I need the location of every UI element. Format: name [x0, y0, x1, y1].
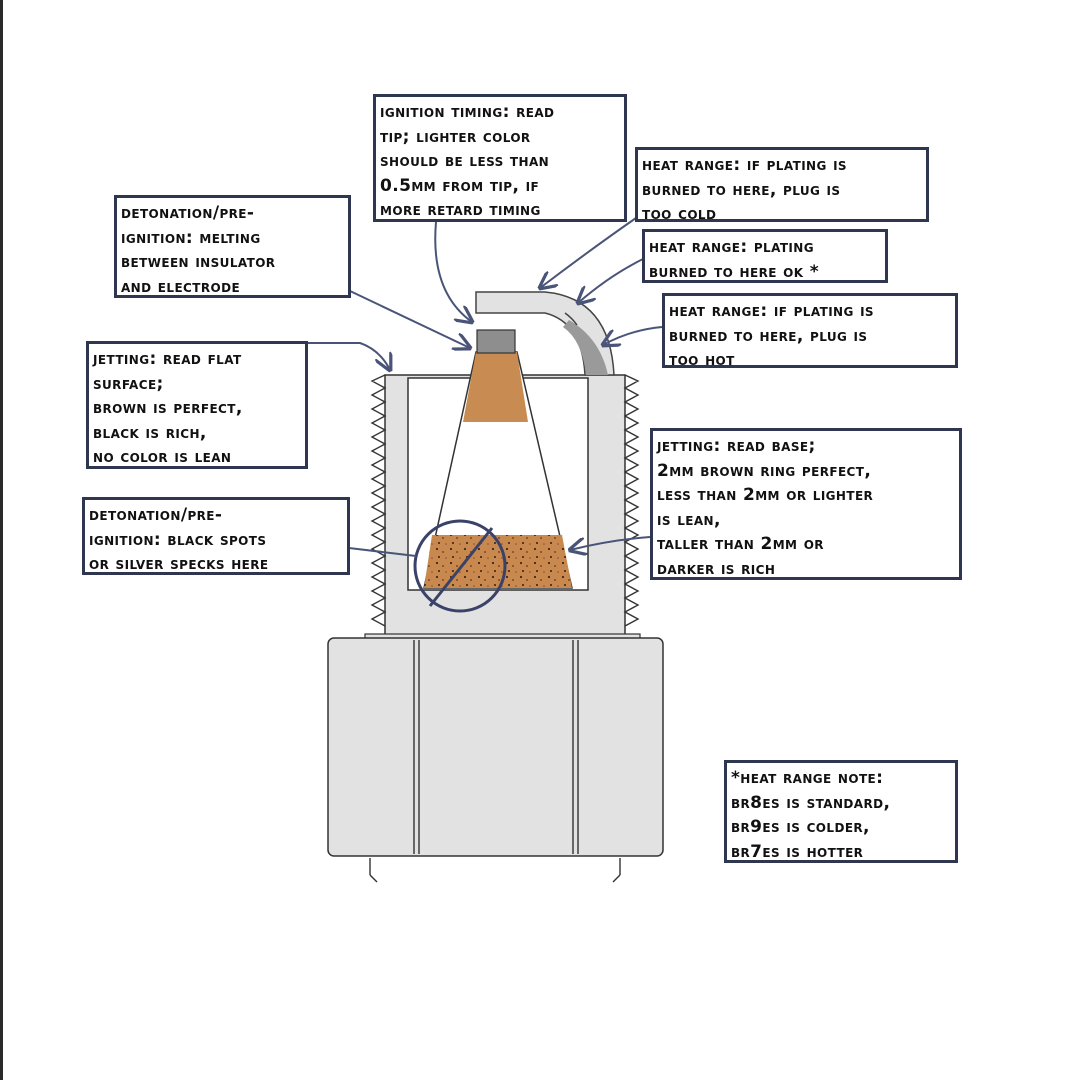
label-line: BURNED TO HERE, PLUG IS [669, 325, 868, 346]
label-line: OR SILVER SPECKS HERE [89, 554, 269, 574]
label-line: HEAT RANGE: IF PLATING IS [669, 301, 874, 321]
arrow-ignition-timing [434, 221, 472, 322]
insulator-nose [423, 329, 573, 589]
label-line: DETONATION/PRE- [89, 505, 223, 525]
label-line: TIP; LIGHTER COLOR [380, 126, 531, 147]
label-line: BURNED TO HERE OK * [649, 261, 820, 282]
label-line: AND ELECTRODE [121, 276, 241, 297]
leader-arrows [308, 217, 663, 557]
label-line: MORE RETARD TIMING [380, 200, 541, 220]
label-line: TOO COLD [642, 204, 717, 222]
label-line: BR9ES IS COLDER, [731, 817, 870, 837]
label-line: 2MM BROWN RING PERFECT, [657, 460, 872, 481]
specks-highlight-circle [413, 519, 507, 613]
label-line: SHOULD BE LESS THAN [380, 151, 550, 171]
left-threads [370, 374, 387, 627]
label-line: IGNITION: MELTING [121, 227, 261, 248]
label-line: BETWEEN INSULATOR [121, 252, 276, 272]
label-line: BROWN IS PERFECT, [93, 398, 243, 418]
label-line: BLACK IS RICH, [93, 422, 207, 443]
label-line: BR7ES IS HOTTER [731, 841, 864, 862]
hex-nut [327, 633, 664, 883]
jetting-base-label: JETTING: READ BASE; 2MM BROWN RING PERFEC… [650, 428, 962, 580]
heat-range-ok-label: HEAT RANGE: PLATING BURNED TO HERE OK * [642, 229, 888, 283]
ignition-timing-label: IGNITION TIMING: READ TIP; LIGHTER COLOR S… [373, 94, 627, 222]
heat-range-note-label: *HEAT RANGE NOTE: BR8ES IS STANDARD, BR9ES… [724, 760, 958, 863]
label-line: NO COLOR IS LEAN [93, 447, 232, 467]
arrow-jetting-flat [308, 342, 390, 370]
label-line: HEAT RANGE: PLATING [649, 237, 814, 257]
detonation-melting-label: DETONATION/PRE- IGNITION: MELTING BETWEEN … [114, 195, 351, 298]
arrow-heat-ok [578, 257, 646, 303]
label-line: IGNITION: BLACK SPOTS [89, 529, 267, 550]
label-line: JETTING: READ FLAT [93, 349, 242, 369]
center-electrode [476, 329, 516, 354]
label-line: JETTING: READ BASE; [657, 436, 816, 456]
right-threads [623, 374, 640, 627]
insulator-top-deposit [463, 352, 528, 422]
label-line: 0.5MM FROM TIP, IF [380, 175, 540, 196]
label-line: DARKER IS RICH [657, 558, 776, 579]
label-line: DETONATION/PRE- [121, 203, 255, 223]
arrow-heat-cold [540, 217, 637, 288]
label-line: IGNITION TIMING: READ [380, 102, 555, 122]
insulator-base-deposit [424, 535, 572, 588]
label-line: SURFACE; [93, 373, 164, 394]
label-line: IS LEAN, [657, 509, 721, 530]
label-line: TALLER THAN 2MM OR [657, 534, 824, 554]
heat-range-too-cold-label: HEAT RANGE: IF PLATING IS BURNED TO HERE,… [635, 147, 929, 222]
arrow-jetting-base [570, 536, 651, 550]
line-detonation-spots [348, 547, 417, 557]
label-line: *HEAT RANGE NOTE: [731, 768, 884, 788]
label-line: BURNED TO HERE, PLUG IS [642, 179, 841, 200]
arrow-heat-hot [603, 326, 663, 345]
arrow-detonation-melting [349, 290, 470, 348]
detonation-spots-label: DETONATION/PRE- IGNITION: BLACK SPOTS OR S… [82, 497, 350, 575]
page-left-edge [0, 0, 3, 1080]
label-line: BR8ES IS STANDARD, [731, 792, 891, 813]
ground-electrode [475, 291, 615, 376]
label-line: LESS THAN 2MM OR LIGHTER [657, 485, 874, 505]
label-line: HEAT RANGE: IF PLATING IS [642, 155, 847, 175]
jetting-flat-surface-label: JETTING: READ FLAT SURFACE; BROWN IS PERFE… [86, 341, 308, 469]
label-line: TOO HOT [669, 350, 735, 368]
heat-range-too-hot-label: HEAT RANGE: IF PLATING IS BURNED TO HERE,… [662, 293, 958, 368]
